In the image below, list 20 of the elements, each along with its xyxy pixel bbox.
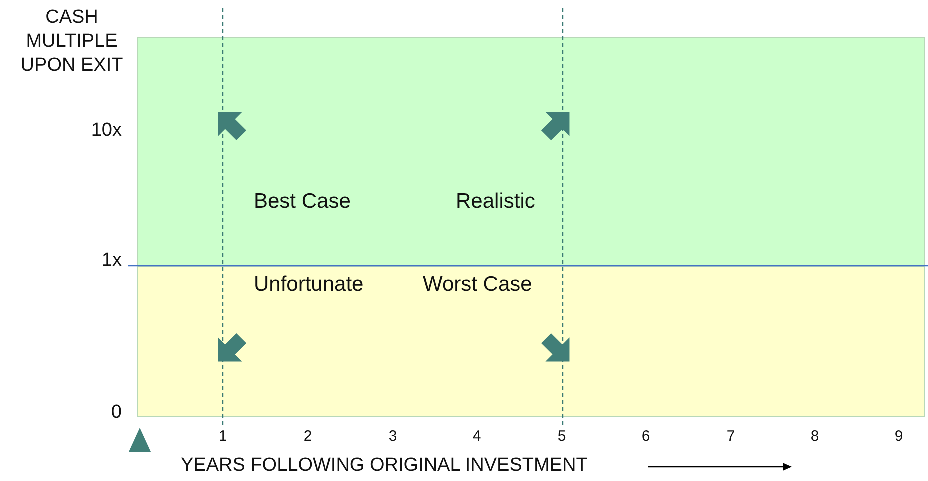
scenario-label: Realistic xyxy=(456,190,536,214)
tick-label: 5 xyxy=(558,428,566,445)
tick-label: 7 xyxy=(726,428,736,445)
tick-label: 6 xyxy=(642,428,650,445)
tick-label: 4 xyxy=(472,428,482,445)
axis-title: YEARS FOLLOWING ORIGINAL INVESTMENT xyxy=(181,455,588,477)
tick-label: 9 xyxy=(894,428,904,445)
tick-label: 10x xyxy=(91,120,122,142)
axis-title: CASH MULTIPLE UPON EXIT xyxy=(20,6,124,78)
scenario-label: Worst Case xyxy=(423,273,532,297)
scenario-label: Unfortunate xyxy=(254,273,364,297)
tick-label: 1 xyxy=(218,428,228,445)
tick-label: 1x xyxy=(102,250,122,272)
tick-label: 2 xyxy=(304,428,312,445)
tick-label: 0 xyxy=(111,402,122,424)
loss-zone-band xyxy=(137,266,925,417)
tick-label: 3 xyxy=(388,428,398,445)
tick-label: 8 xyxy=(810,428,820,445)
scenario-label: Best Case xyxy=(254,190,351,214)
gain-zone-band xyxy=(137,37,925,266)
